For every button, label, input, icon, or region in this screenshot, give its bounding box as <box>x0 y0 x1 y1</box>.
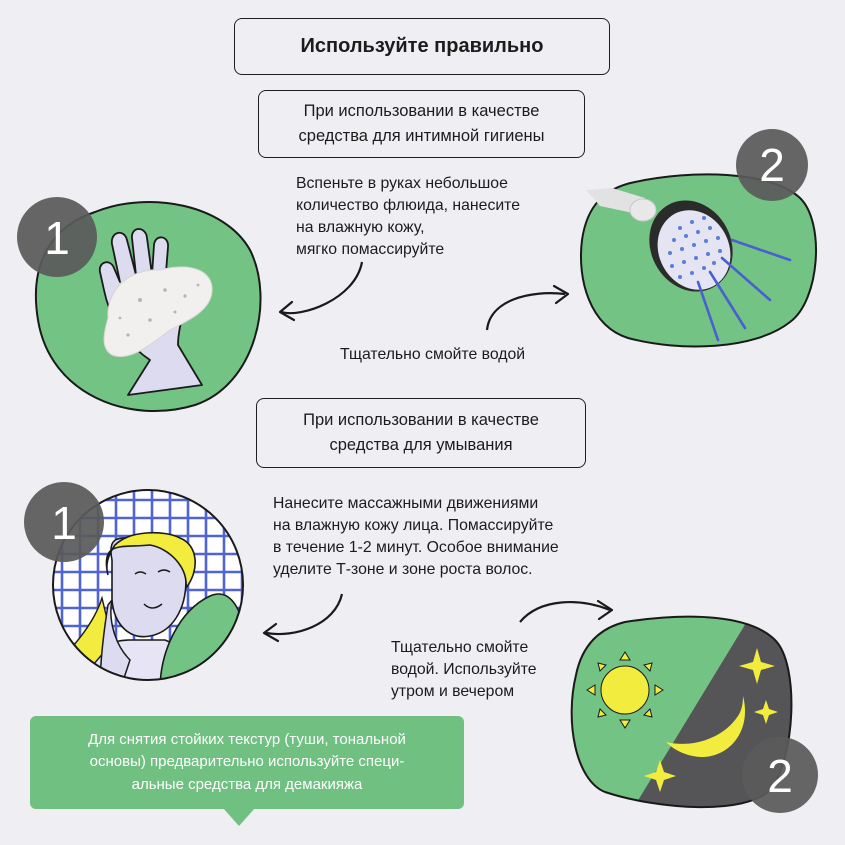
curved-arrow-icon-3 <box>265 593 344 636</box>
step-badge-1a <box>17 197 97 277</box>
face-step1-number: 1 <box>51 497 77 549</box>
face-step2-number: 2 <box>767 750 793 802</box>
shower-head-icon <box>580 173 817 348</box>
face-step1-text: Нанесите массажными движениями на влажну… <box>273 493 559 581</box>
note-line: основы) предварительно используйте специ… <box>89 753 405 771</box>
woman-face-icon <box>52 489 244 681</box>
makeup-removal-note: Для снятия стойких текстур (туши, тональ… <box>30 716 464 809</box>
step-badge-2b <box>742 737 818 813</box>
face-step1-line: в течение 1-2 минут. Особое внимание <box>273 539 559 557</box>
curved-arrow-icon-2 <box>485 292 566 331</box>
intimate-step1-line: Вспеньте в руках небольшое <box>296 175 508 192</box>
note-pointer <box>223 808 255 826</box>
star-icon-2 <box>754 700 778 724</box>
sun-icon <box>586 651 664 729</box>
step-badge-2a <box>736 129 808 201</box>
section-intimate-heading-line2: средства для интимной гигиены <box>298 127 545 145</box>
section-face-heading-line1: При использовании в качестве <box>303 411 539 430</box>
step2-number: 2 <box>759 139 785 191</box>
intimate-step1-text: Вспеньте в руках небольшое количество фл… <box>296 173 520 261</box>
face-step2-line: Тщательно смойте <box>391 639 529 656</box>
section-face-heading: При использовании в качестве средства дл… <box>256 398 586 468</box>
intimate-step2-text: Тщательно смойте водой <box>340 346 526 363</box>
face-step1-line: уделите Т-зоне и зоне роста волос. <box>273 561 533 579</box>
section-face-heading-line2: средства для умывания <box>329 436 513 454</box>
face-step2-line: утром и вечером <box>391 683 515 701</box>
section-intimate-heading: При использовании в качестве средства дл… <box>258 90 585 158</box>
step-badge-1b <box>24 482 104 562</box>
page-title: Используйте правильно <box>234 18 610 75</box>
step1-number: 1 <box>44 212 70 264</box>
hand-foam-icon <box>34 201 262 413</box>
curved-arrow-icon-4 <box>519 601 611 623</box>
intimate-step1-line: количество флюида, нанесите <box>296 197 521 215</box>
face-step2-text: Тщательно смойте водой. Используйте утро… <box>391 637 537 703</box>
moon-icon <box>666 696 746 758</box>
section-intimate-heading-line1: При использовании в качестве <box>303 102 540 121</box>
face-step1-line: на влажную кожу лица. Помассируйте <box>273 517 554 535</box>
face-step1-line: Нанесите массажными движениями <box>273 495 539 512</box>
star-icon-3 <box>644 760 676 792</box>
note-line: альные средства для демакияжа <box>131 775 363 793</box>
star-icon <box>739 648 775 684</box>
curved-arrow-icon <box>281 261 364 315</box>
face-step2-line: водой. Используйте <box>391 661 537 679</box>
note-line: Для снятия стойких текстур (туши, тональ… <box>88 731 406 749</box>
intimate-step1-line: мягко помассируйте <box>296 241 445 259</box>
intimate-step1-line: на влажную кожу, <box>296 219 425 237</box>
page-title-text: Используйте правильно <box>300 35 544 57</box>
